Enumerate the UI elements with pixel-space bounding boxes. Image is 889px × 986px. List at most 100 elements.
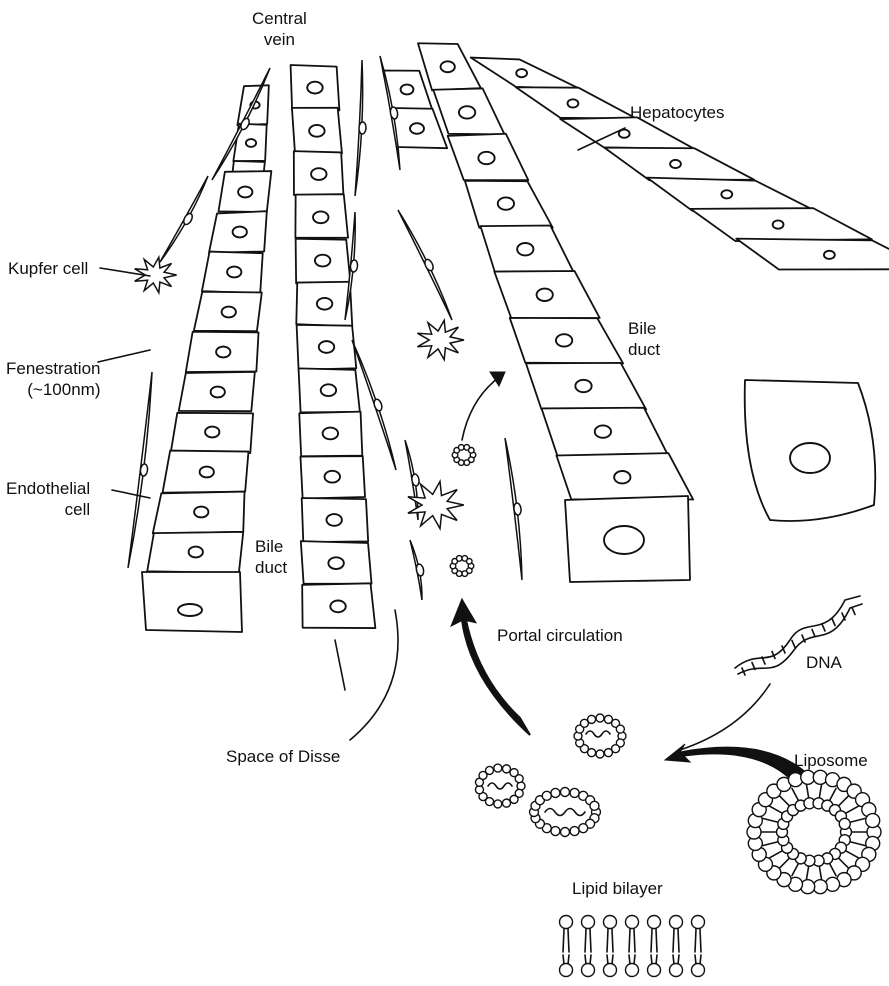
hepatocyte-nucleus bbox=[326, 514, 341, 526]
bilayer-bottom-head bbox=[560, 964, 573, 977]
hepatocyte-nucleus bbox=[233, 227, 247, 238]
hepatocyte-nucleus bbox=[211, 387, 225, 398]
hepatocyte-nucleus bbox=[313, 211, 328, 223]
bilayer-bottom-head bbox=[626, 964, 639, 977]
tiny-liposome bbox=[450, 556, 474, 577]
dna-rung bbox=[852, 608, 855, 615]
endothelial-nucleus bbox=[182, 212, 194, 226]
hepatocyte bbox=[142, 572, 242, 632]
hepatocyte-nucleus bbox=[238, 187, 252, 198]
label-portal-circulation: Portal circulation bbox=[497, 625, 623, 646]
tiny-liposome-head bbox=[468, 447, 474, 453]
hepatocyte-nucleus bbox=[227, 267, 241, 278]
hepatocyte-nucleus bbox=[575, 380, 591, 392]
large-liposome-head bbox=[866, 814, 880, 828]
label-bile-duct-left: Bile duct bbox=[255, 536, 287, 578]
hepatocyte-nucleus bbox=[216, 347, 230, 358]
dna-rung bbox=[792, 641, 795, 648]
small-liposome-head bbox=[596, 750, 604, 758]
label-endothelial-line1: Endothelial bbox=[6, 478, 90, 499]
disse-tick bbox=[335, 640, 345, 690]
label-central-vein-line2: vein bbox=[252, 29, 307, 50]
hepatocyte-nucleus bbox=[200, 467, 214, 478]
hepatocyte-nucleus bbox=[307, 82, 322, 94]
bilayer-top-tails bbox=[651, 929, 657, 952]
bilayer-bottom-head bbox=[582, 964, 595, 977]
hepatocyte-nucleus bbox=[319, 341, 334, 353]
small-liposome-head bbox=[604, 749, 612, 757]
dna-rung bbox=[832, 619, 835, 626]
endothelial-leader-line bbox=[112, 490, 150, 498]
hepatocyte-nucleus bbox=[222, 307, 236, 318]
large-liposome-head bbox=[813, 770, 827, 784]
bilayer-top-head bbox=[582, 916, 595, 929]
small-liposome bbox=[475, 764, 525, 808]
bilayer-top-head bbox=[670, 916, 683, 929]
endothelial-nucleus bbox=[423, 258, 435, 272]
hepatocyte-nucleus bbox=[309, 125, 324, 137]
label-endothelial-cell: Endothelial cell bbox=[6, 478, 90, 520]
bilayer-bottom-tails bbox=[607, 955, 613, 964]
hepatocyte-nucleus bbox=[604, 526, 644, 554]
label-central-vein-line1: Central bbox=[252, 8, 307, 29]
hepatocyte-nucleus bbox=[194, 507, 208, 518]
hepatocyte-nucleus bbox=[178, 604, 202, 616]
small-liposome-head bbox=[510, 795, 518, 803]
bilayer-bottom-tails bbox=[651, 955, 657, 964]
bilayer-top-head bbox=[560, 916, 573, 929]
hepatocyte-nucleus bbox=[325, 471, 340, 483]
tiny-liposome-head bbox=[464, 460, 470, 466]
hepatocyte-nucleus bbox=[246, 139, 256, 147]
dna-strand bbox=[735, 596, 862, 675]
tiny-liposome-head bbox=[458, 445, 464, 451]
small-liposome-head bbox=[570, 827, 579, 836]
label-space-of-disse: Space of Disse bbox=[226, 746, 340, 767]
small-liposome-head bbox=[486, 766, 494, 774]
large-liposome-head bbox=[801, 880, 815, 894]
bilayer-bottom-head bbox=[692, 964, 705, 977]
small-liposome-head bbox=[515, 775, 523, 783]
label-fenestration-line2: (~100nm) bbox=[6, 379, 101, 400]
small-liposome-head bbox=[588, 715, 596, 723]
hepatocyte-nucleus bbox=[595, 425, 611, 437]
endothelial-nucleus bbox=[350, 260, 358, 273]
label-bile-duct-right: Bile duct bbox=[628, 318, 660, 360]
large-liposome bbox=[747, 770, 881, 893]
small-liposome-head bbox=[551, 788, 560, 797]
hepatocyte-nucleus bbox=[410, 123, 424, 134]
bilayer-top-tails bbox=[585, 929, 591, 952]
label-bile-duct-right-line1: Bile bbox=[628, 318, 660, 339]
small-liposome-head bbox=[494, 764, 502, 772]
label-bile-duct-left-line2: duct bbox=[255, 557, 287, 578]
bilayer-top-head bbox=[648, 916, 661, 929]
endothelial-nucleus bbox=[373, 398, 383, 412]
hepatocyte-nucleus bbox=[321, 384, 336, 396]
small-liposome-head bbox=[590, 801, 599, 810]
hepatocyte bbox=[736, 239, 889, 270]
label-hepatocytes: Hepatocytes bbox=[630, 102, 725, 123]
hepatocyte-nucleus bbox=[568, 99, 579, 107]
label-liposome: Liposome bbox=[794, 750, 868, 771]
hepatocyte-nucleus bbox=[824, 251, 835, 259]
hepatocyte-nucleus bbox=[401, 85, 414, 95]
hepatocyte-nucleus bbox=[205, 427, 219, 438]
label-endothelial-line2: cell bbox=[6, 499, 90, 520]
bilayer-bottom-tails bbox=[563, 955, 569, 964]
hepatocyte-nucleus bbox=[441, 61, 455, 72]
bilayer-top-tails bbox=[673, 929, 679, 952]
endothelial-nucleus bbox=[359, 122, 367, 134]
hepatocyte-nucleus bbox=[478, 152, 494, 164]
bilayer-bottom-head bbox=[648, 964, 661, 977]
bilayer-bottom-tails bbox=[629, 955, 635, 964]
dna-arrow bbox=[680, 684, 770, 750]
uptake-arrow bbox=[462, 378, 498, 440]
hepatocyte-nucleus bbox=[614, 471, 630, 483]
bilayer-bottom-tails bbox=[673, 955, 679, 964]
small-liposome-head bbox=[502, 799, 510, 807]
small-liposome-head bbox=[551, 827, 560, 836]
dna-rung bbox=[822, 624, 825, 631]
small-liposome-head bbox=[596, 714, 604, 722]
small-liposome-head bbox=[542, 791, 551, 800]
hepatocyte-nucleus bbox=[537, 289, 553, 301]
